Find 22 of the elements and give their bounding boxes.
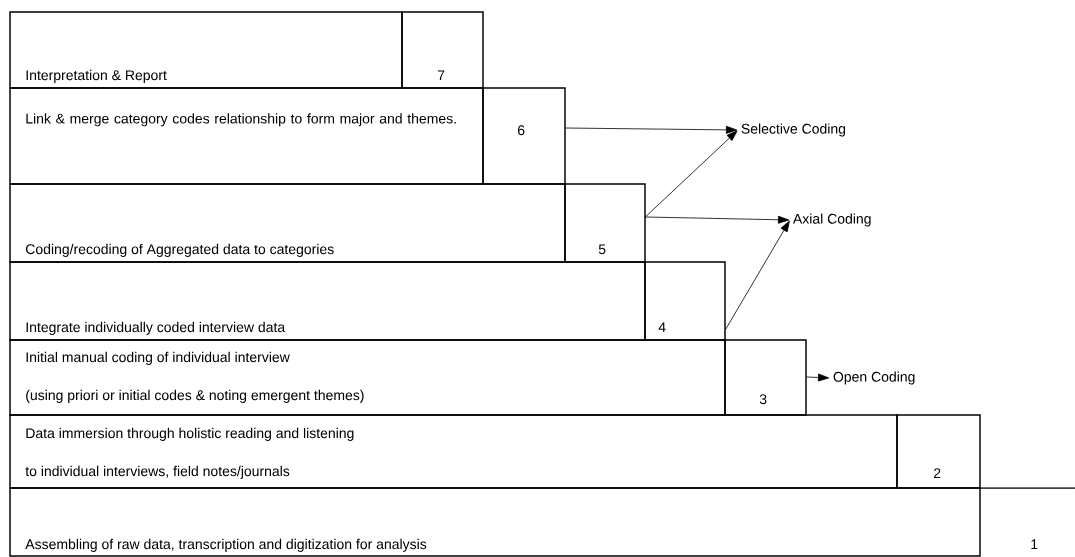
step-box: Initial manual coding of individual interview (using priori or initial codes & noting emergent themes)	[9, 339, 726, 416]
arrow	[565, 125, 738, 134]
coding-label: Axial Coding	[792, 213, 871, 227]
arrow	[644, 130, 738, 218]
number-box: 5	[564, 183, 646, 263]
number-box: 7	[401, 11, 484, 89]
number-box: 2	[896, 414, 981, 489]
coding-label: Open Coding	[833, 371, 915, 385]
step-box: Integrate individually coded interview data	[9, 261, 646, 341]
arrow	[644, 215, 790, 224]
number-box: 4	[644, 261, 726, 341]
coding-label: Selective Coding	[741, 123, 846, 137]
step-box: Data immersion through holistic reading and listening to individual interviews, field notes/journals	[9, 414, 898, 489]
number-box: 1	[979, 487, 1075, 549]
step-box: Interpretation & Report	[9, 11, 403, 89]
arrow	[806, 373, 830, 382]
step-box: Assembling of raw data, transcription and digitization for analysis	[9, 487, 981, 557]
number-box: 3	[724, 339, 807, 416]
number-box: 6	[482, 87, 566, 185]
arrow	[724, 220, 790, 331]
step-box: Link & merge category codes relationship to form major and themes.	[9, 87, 484, 185]
step-box: Coding/recoding of Aggregated data to categories	[9, 183, 566, 263]
